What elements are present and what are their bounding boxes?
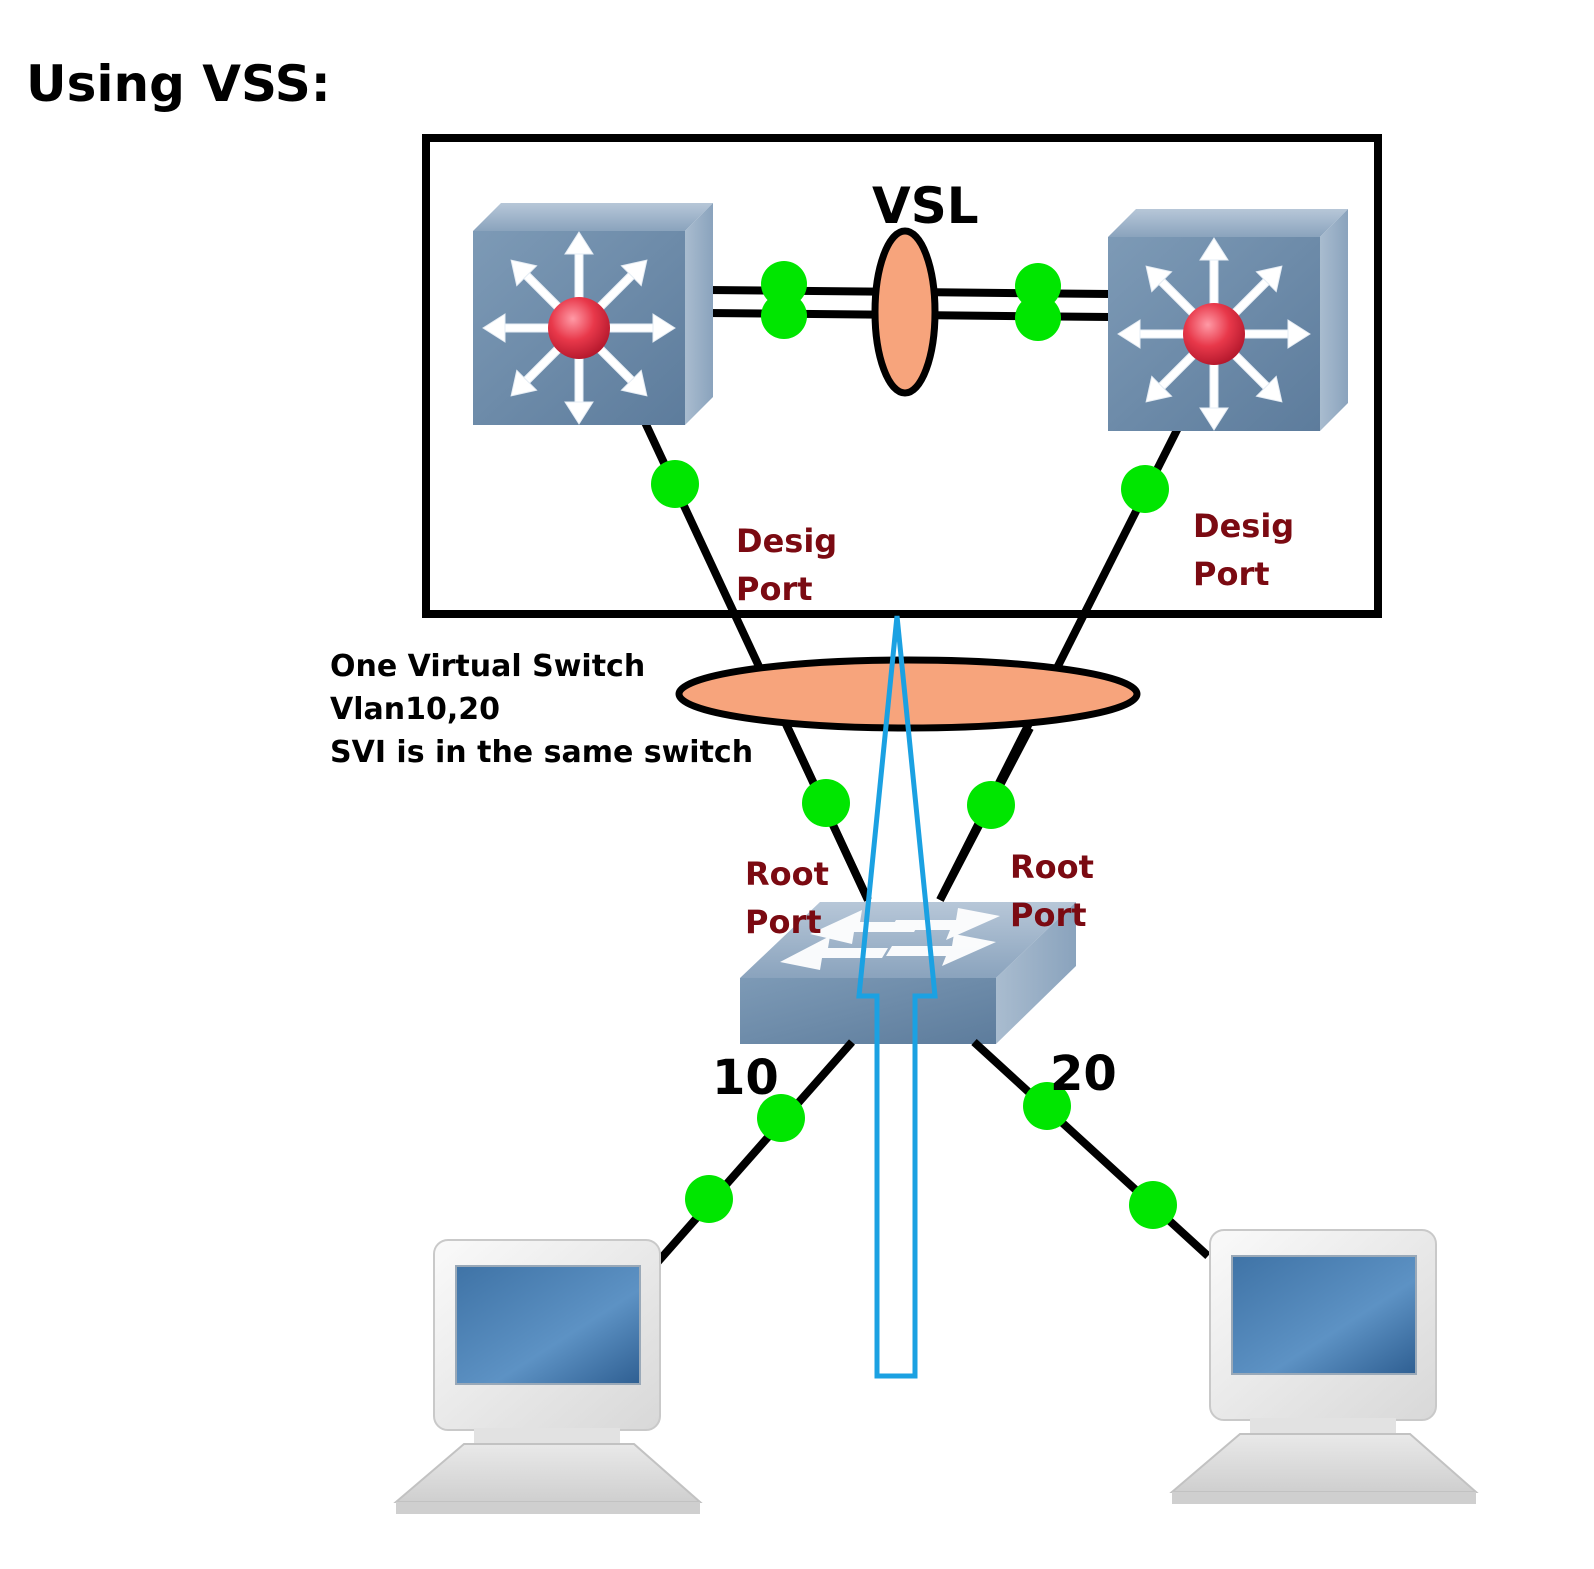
link-dot — [967, 781, 1015, 829]
link-dot — [802, 779, 850, 827]
vlan-label-10: 10 — [712, 1050, 779, 1106]
workstation-icon-left — [395, 1239, 701, 1515]
workstation-icon-right — [1171, 1229, 1477, 1505]
port-label-desig-left: Desig Port — [736, 522, 848, 608]
link-dot — [685, 1175, 733, 1223]
link-dot — [651, 460, 699, 508]
virtual-switch-note: One Virtual Switch Vlan10,20 SVI is in t… — [330, 649, 753, 770]
multilayer-switch-icon-left — [473, 203, 713, 425]
link-access-to-host-vlan10 — [653, 1039, 855, 1267]
port-label-root-left: Root Port — [745, 855, 840, 941]
page-title: Using VSS: — [26, 55, 331, 113]
link-dot — [757, 1094, 805, 1142]
port-label-root-right: Root Port — [1010, 848, 1105, 934]
traffic-flow-arrow — [856, 615, 938, 1379]
vsl-ellipse — [871, 227, 939, 397]
access-switch-icon — [740, 902, 1076, 1044]
link-dot — [1129, 1181, 1177, 1229]
vsl-label: VSL — [872, 177, 979, 235]
link-dot — [1023, 1082, 1071, 1130]
multilayer-switch-icon-right — [1108, 209, 1348, 431]
link-dot — [1121, 465, 1169, 513]
vss-boundary-box — [422, 134, 1382, 618]
vlan-label-20: 20 — [1050, 1046, 1117, 1102]
vsl-link-dots — [761, 261, 1061, 341]
port-label-desig-right: Desig Port — [1193, 507, 1305, 593]
